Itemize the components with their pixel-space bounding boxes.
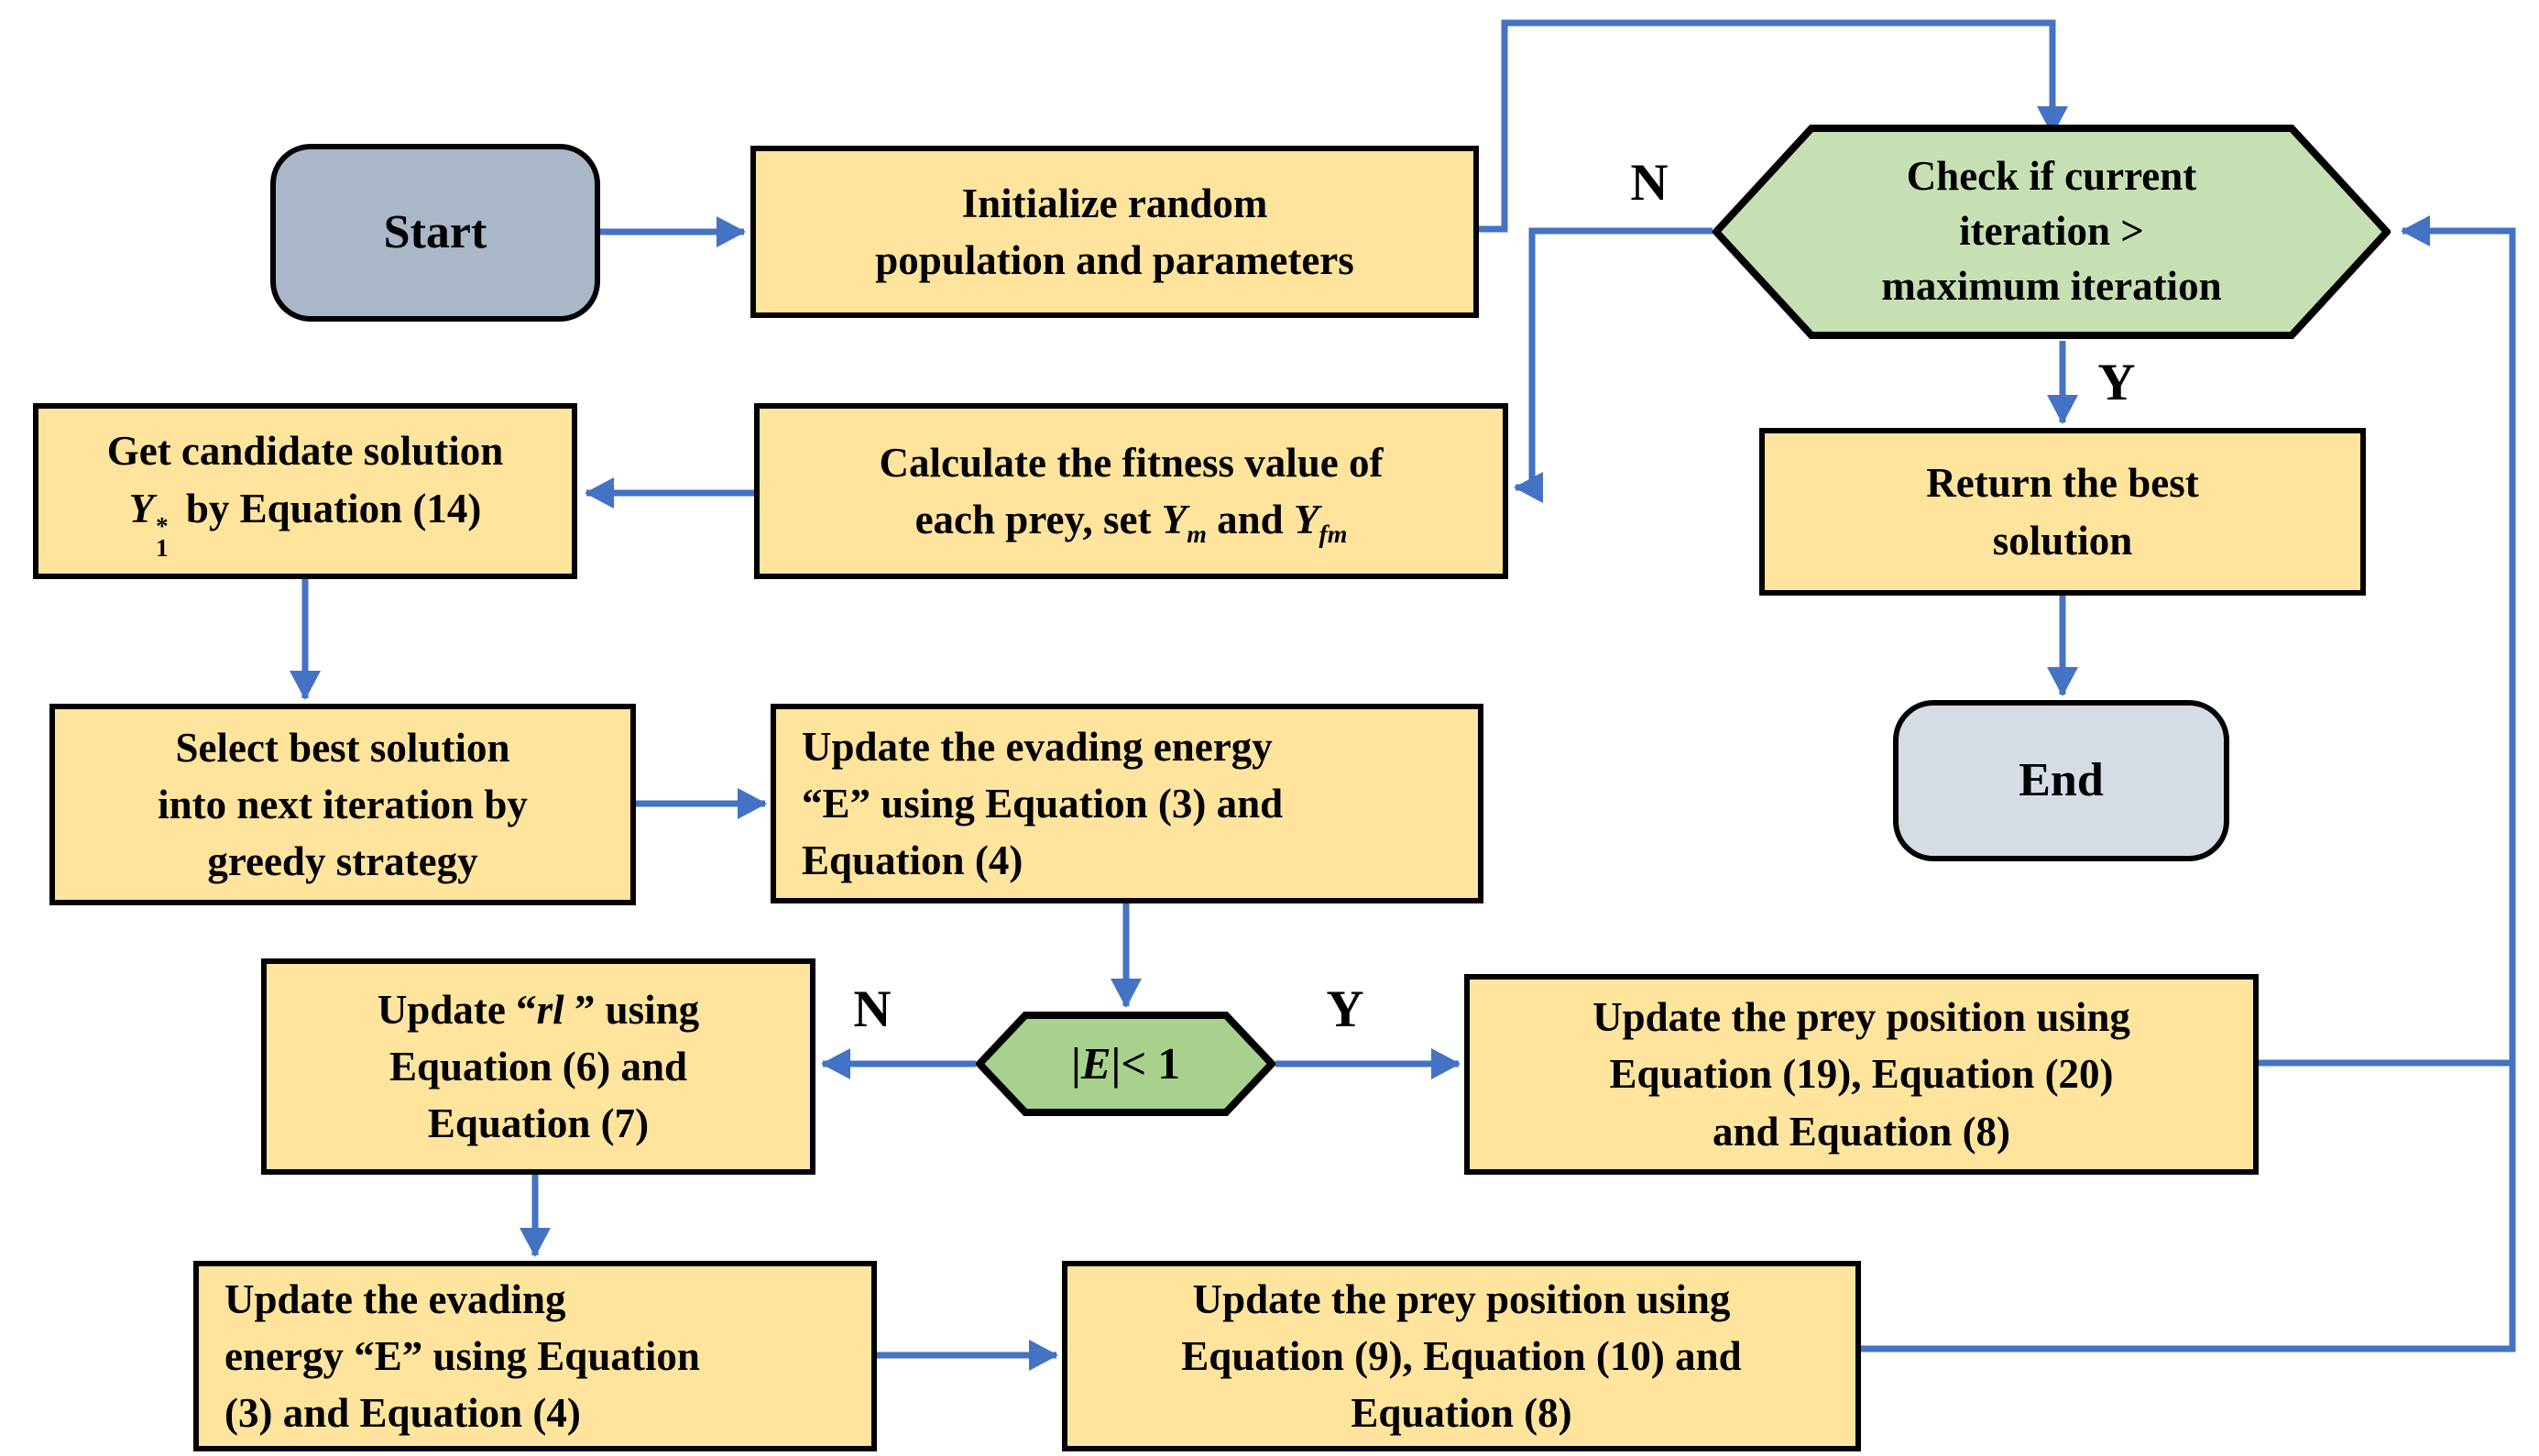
abs-e-hexagon-shape — [976, 1012, 1275, 1116]
node-start: Start — [270, 144, 600, 322]
edge-check-no-to-calculate — [1514, 227, 1713, 503]
node-abs-e: |E|< 1 — [976, 1012, 1275, 1116]
node-end-label: End — [2019, 754, 2104, 807]
edge-loop-back-to-check — [1861, 215, 2516, 1352]
label-no-mid: N — [853, 980, 892, 1038]
node-end: End — [1893, 700, 2229, 861]
label-yes-mid: Y — [1326, 980, 1364, 1038]
label-no-top: N — [1630, 154, 1669, 212]
node-start-label: Start — [383, 206, 487, 259]
check-iteration-hexagon-shape — [1713, 125, 2391, 339]
node-update-energy-mid: Update the evading energy“E” using Equat… — [771, 704, 1483, 903]
node-update-energy-mid-label: Update the evading energy“E” using Equat… — [802, 723, 1284, 884]
node-abs-e-label: |E|< 1 — [1071, 1038, 1180, 1089]
edge-initialize-to-check — [1479, 19, 2068, 233]
label-yes-top: Y — [2097, 354, 2136, 411]
